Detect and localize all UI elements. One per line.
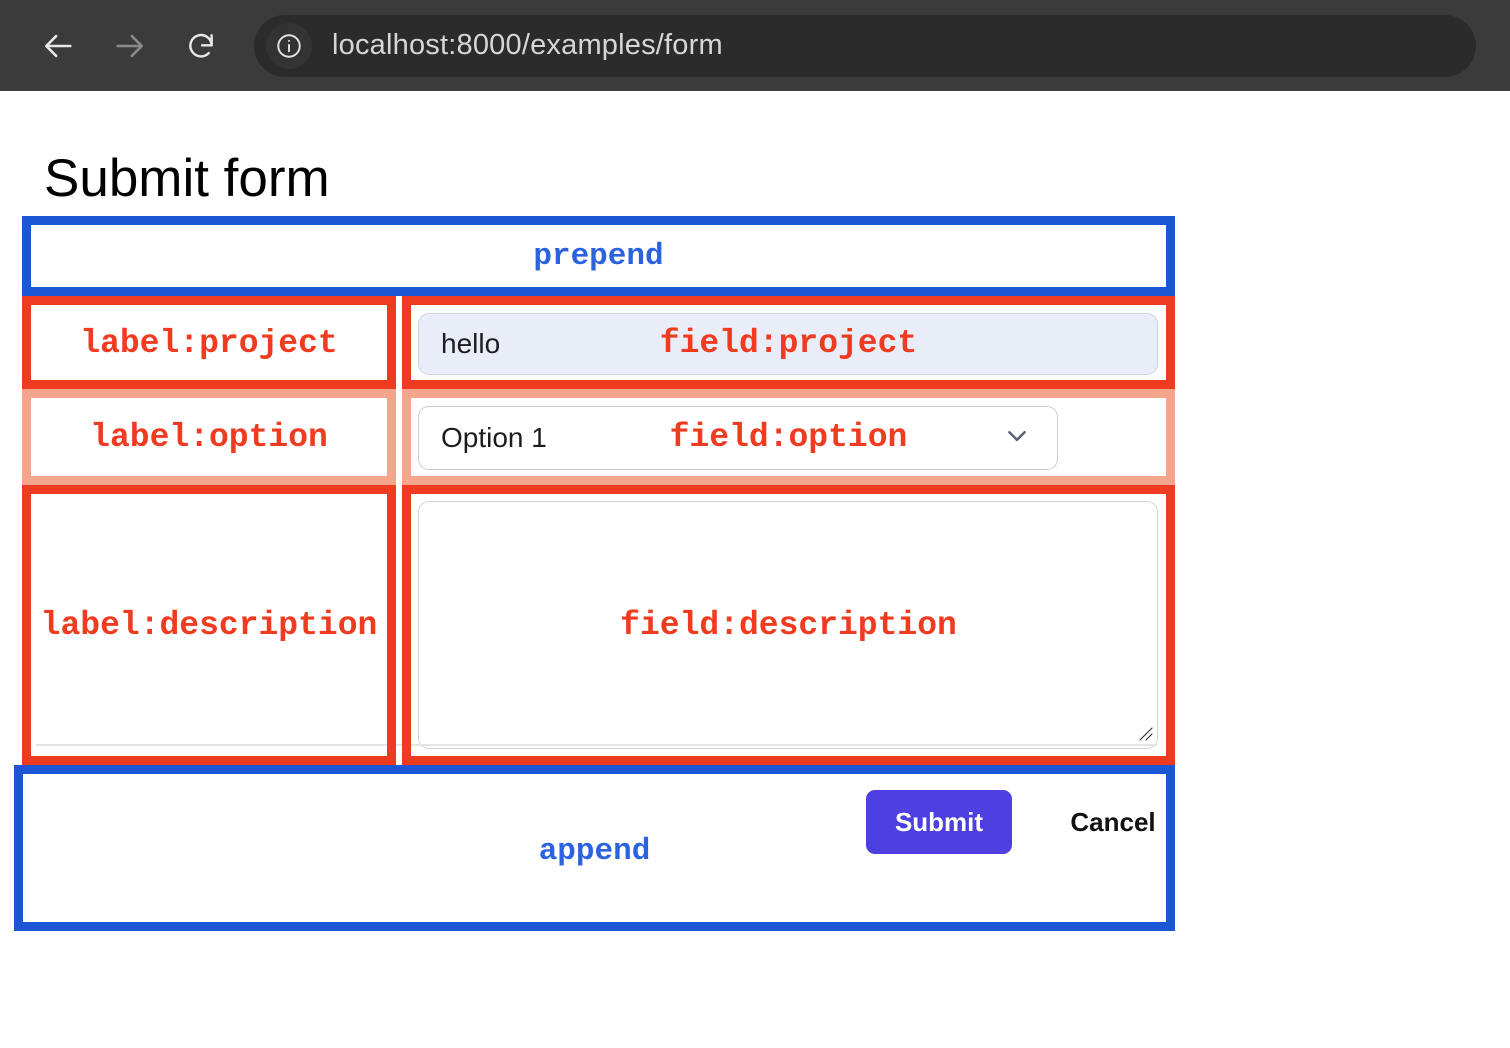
cancel-button[interactable]: Cancel	[1048, 790, 1178, 854]
browser-toolbar: localhost:8000/examples/form	[0, 0, 1510, 91]
back-button[interactable]	[32, 19, 86, 73]
page-title: Submit form	[44, 149, 330, 208]
overlay-label-description: label:description	[22, 485, 396, 765]
page-content: Submit form Option 1 Submit Cancel prepe…	[0, 91, 1510, 1048]
overlay-label-project-text: label:project	[80, 325, 338, 362]
description-row-divider	[36, 744, 1157, 746]
overlay-field-description: field:description	[402, 485, 1175, 765]
overlay-append-label: append	[538, 834, 651, 869]
forward-button[interactable]	[102, 19, 156, 73]
overlay-prepend: prepend	[22, 216, 1175, 296]
overlay-label-option: label:option	[22, 389, 396, 485]
address-bar[interactable]: localhost:8000/examples/form	[254, 14, 1476, 77]
overlay-field-project-text: field:project	[659, 325, 918, 362]
overlay-field-option: field:option	[402, 389, 1175, 485]
overlay-field-description-text: field:description	[620, 607, 957, 644]
description-textarea[interactable]	[418, 501, 1158, 749]
reload-button[interactable]	[174, 19, 228, 73]
overlay-label-description-text: label:description	[40, 607, 378, 644]
project-input[interactable]	[418, 313, 1158, 375]
submit-button[interactable]: Submit	[866, 790, 1012, 854]
overlay-field-option-text: field:option	[669, 419, 908, 456]
reload-icon	[185, 30, 217, 62]
url-text: localhost:8000/examples/form	[332, 29, 723, 61]
overlay-label-project: label:project	[22, 296, 396, 389]
arrow-left-icon	[42, 29, 76, 63]
overlay-label-option-text: label:option	[90, 419, 328, 456]
submit-form: Option 1 Submit Cancel	[0, 91, 1510, 1048]
option-select-value[interactable]: Option 1	[418, 406, 1058, 470]
overlay-field-project: field:project	[402, 296, 1175, 389]
overlay-append: append	[14, 765, 1175, 931]
info-circle-icon[interactable]	[266, 22, 312, 69]
arrow-right-icon	[112, 29, 146, 63]
overlay-prepend-label: prepend	[533, 239, 664, 274]
